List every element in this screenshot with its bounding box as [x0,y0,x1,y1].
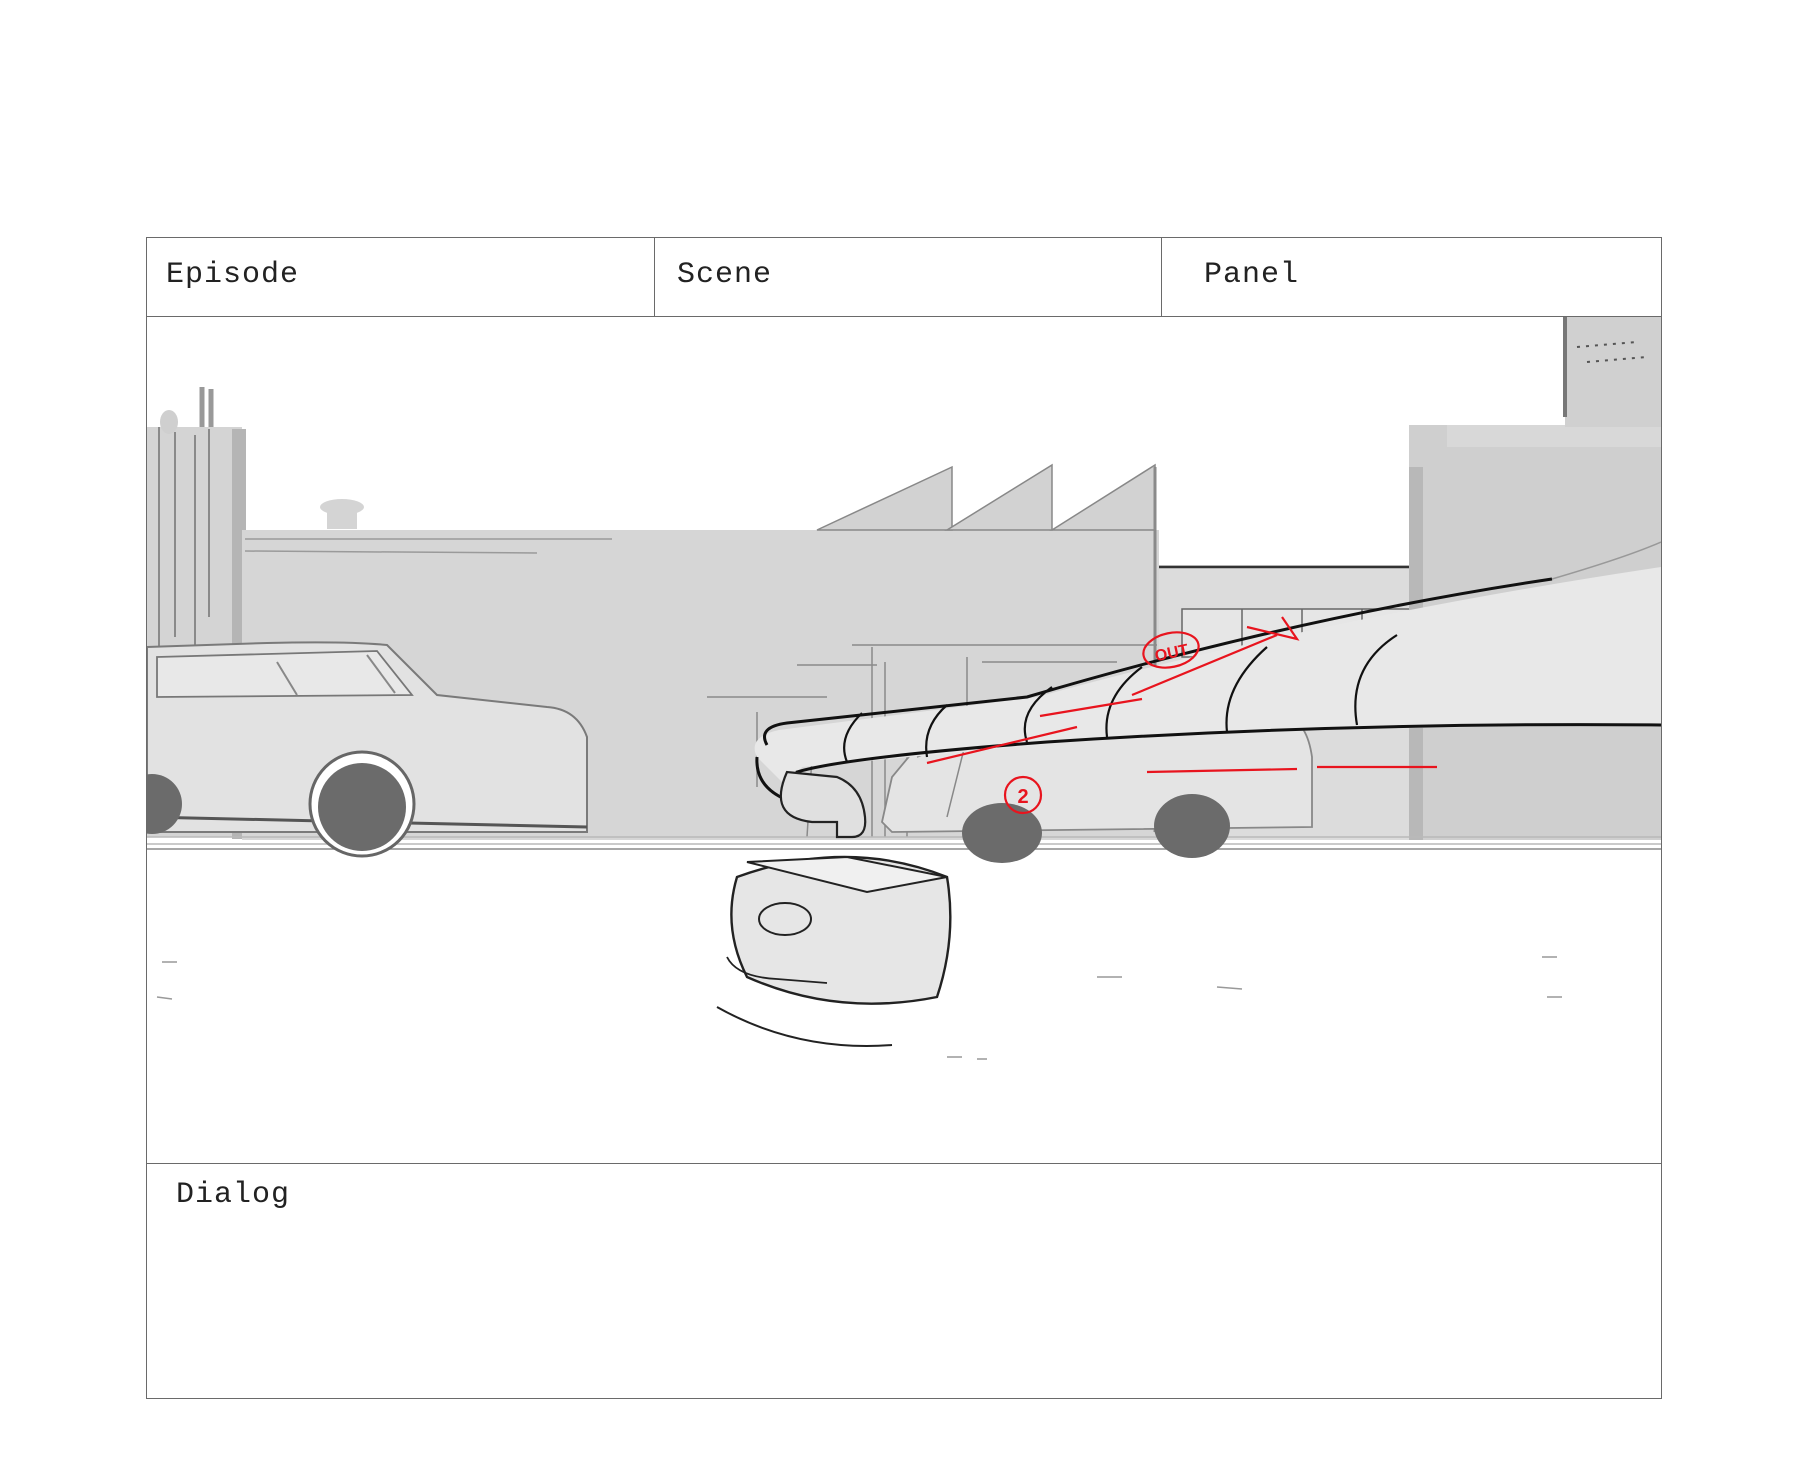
storyboard-artwork: OUT 2 [147,317,1661,1163]
street-scene-sketch: OUT 2 [147,317,1661,1060]
red-annotation-arrows [926,616,1437,815]
dialog-label: Dialog [176,1178,291,1212]
episode-label: Episode [166,258,300,292]
panel-cell[interactable]: Panel [1162,238,1661,316]
out-annotation: OUT [1153,642,1190,666]
storyboard-sheet: Episode Scene Panel [146,237,1662,1399]
scene-cell[interactable]: Scene [655,238,1162,316]
storyboard-header: Episode Scene Panel [147,238,1661,317]
hose-tube [754,541,1661,807]
step-number-annotation: 2 [1017,786,1028,808]
dialog-box[interactable]: Dialog [147,1163,1661,1398]
panel-label: Panel [1204,258,1300,292]
episode-cell[interactable]: Episode [147,238,655,316]
left-car [147,641,588,858]
nozzle-device [716,770,952,1047]
roof-tank [320,499,364,529]
scene-label: Scene [677,258,773,292]
